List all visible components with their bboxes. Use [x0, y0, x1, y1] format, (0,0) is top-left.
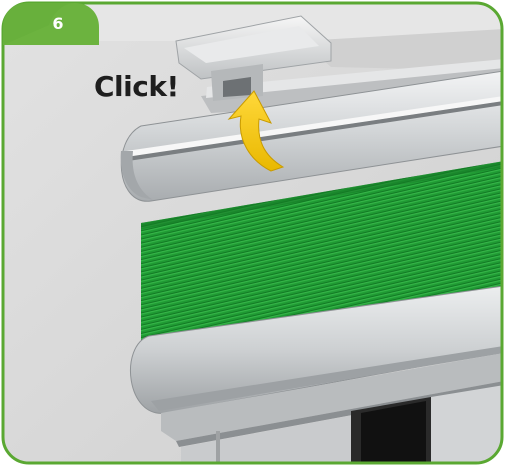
click-callout-text: Click! — [94, 69, 179, 105]
step-number: 6 — [45, 14, 71, 34]
